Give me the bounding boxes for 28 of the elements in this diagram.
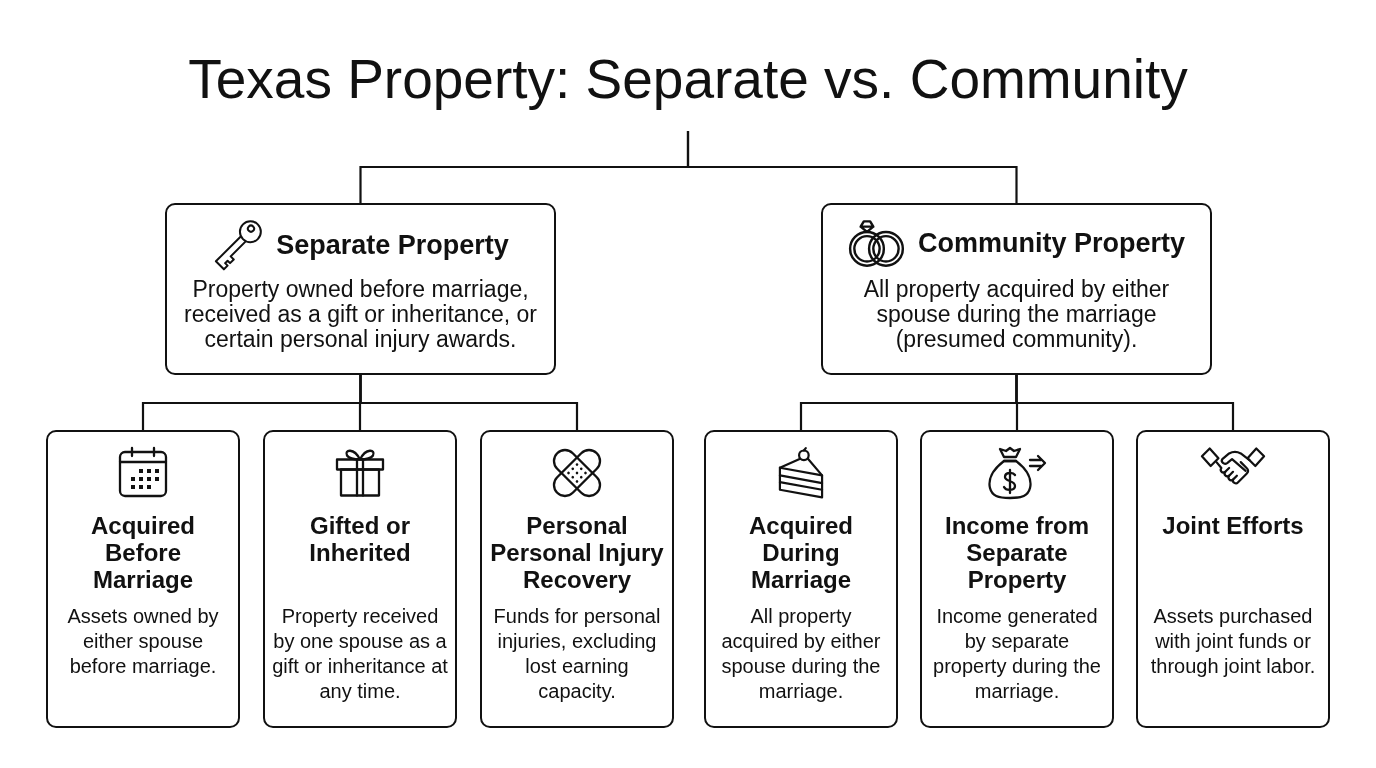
category-box <box>165 203 556 375</box>
category-box <box>821 203 1212 375</box>
connector-line <box>1015 375 1235 430</box>
connector-line <box>686 131 1018 203</box>
box-description: All property acquired by either spouse during the marriage. <box>720 604 882 704</box>
box-heading: Gifted or Inherited <box>308 512 412 566</box>
box-description: Property received by one spouse as a gift or inheritance at any time. <box>271 604 449 704</box>
box-heading: Acquired Before Marriage <box>90 512 196 593</box>
subcategory-box <box>46 430 240 728</box>
box-heading: Acquired During Marriage <box>748 512 854 593</box>
box-description: Property owned before marriage, received as a gift or inheritance, or certain personal injury awards. <box>183 277 538 352</box>
box-description: Assets purchased with joint funds or through joint labor. <box>1149 604 1317 679</box>
connector-line <box>359 375 579 430</box>
box-description: All property acquired by either spouse during the marriage (presumed community). <box>862 277 1171 352</box>
diagram-title: Texas Property: Separate vs. Community <box>188 48 1188 110</box>
subcategory-box <box>480 430 674 728</box>
subcategory-box <box>263 430 457 728</box>
subcategory-box <box>1136 430 1330 728</box>
subcategory-box <box>704 430 898 728</box>
box-description: Income generated by separate property during the marriage. <box>932 604 1102 704</box>
box-heading: Community Property <box>917 227 1185 259</box>
box-heading: Income from Separate Property <box>944 512 1090 593</box>
box-description: Assets owned by either spouse before marriage. <box>66 604 220 679</box>
box-description: Funds for personal injuries, excluding lost earning capacity. <box>492 604 662 704</box>
box-heading: Separate Property <box>276 229 509 261</box>
subcategory-box <box>920 430 1114 728</box>
box-heading: Personal Personal Injury Recovery <box>489 512 665 593</box>
box-heading: Joint Efforts <box>1161 512 1305 539</box>
